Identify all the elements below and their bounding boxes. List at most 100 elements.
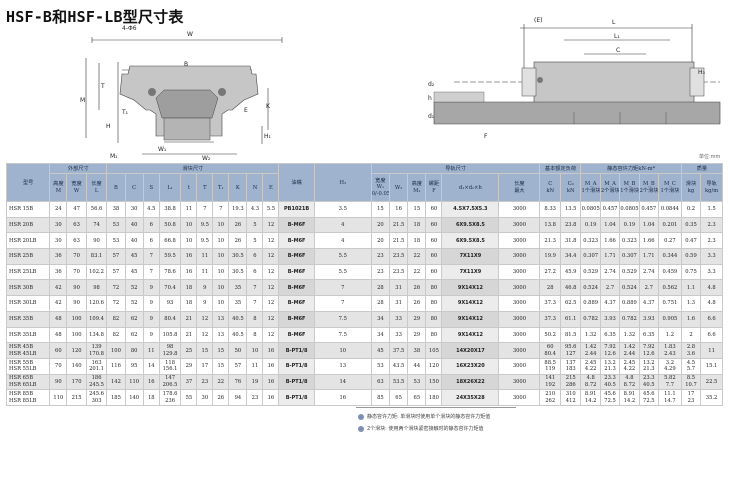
cell-K: 40.5 xyxy=(228,310,248,328)
dim-M1-label: M₁ xyxy=(110,153,118,160)
cell-M: 48 xyxy=(49,326,68,344)
cell-M: 48 xyxy=(49,310,68,328)
cell-MA1: 0.782 xyxy=(580,310,601,328)
group-moment-header: 静态容许力矩kN-m* xyxy=(580,163,682,174)
cell-H3: 7.5 xyxy=(313,310,372,328)
cell-F: 60 xyxy=(425,201,443,218)
cell-F: 60 xyxy=(425,248,443,265)
dim-E-label: E xyxy=(244,107,248,114)
cell-T1: 10 xyxy=(212,232,230,250)
cell-W2: 43.5 xyxy=(388,357,409,375)
cell-W: 120 xyxy=(66,342,87,359)
cell-t: 16 xyxy=(180,263,198,281)
cell-blk: 2 xyxy=(680,326,702,344)
cell-M: 42 xyxy=(49,279,68,297)
cell-T: 15 xyxy=(196,342,214,359)
cell-K: 19.3 xyxy=(228,201,248,218)
cell-model: HSR 15B xyxy=(5,201,51,218)
cell-MB1: 0.524 xyxy=(619,279,640,297)
cell-W1: 28 xyxy=(370,295,390,312)
cell-C0a: 46.8 xyxy=(559,279,582,297)
cell-E: 12 xyxy=(262,310,280,328)
dim-d1-label: d₁ xyxy=(428,113,435,120)
cell-MB1: 0.529 xyxy=(619,263,640,281)
cell-K: 30.5 xyxy=(228,248,248,265)
cell-K: 57 xyxy=(228,357,248,375)
cell-t: 10 xyxy=(180,232,198,250)
cell-F: 80 xyxy=(425,326,443,344)
group-rail-header: 导轨尺寸 xyxy=(370,163,541,174)
cell-T1: 13 xyxy=(212,310,230,328)
cell-W1: 23 xyxy=(370,248,390,265)
cell-T: 9 xyxy=(196,279,214,297)
cell-Ca: 28 xyxy=(539,279,561,297)
cell-W: 90 xyxy=(66,295,87,312)
note-divider xyxy=(356,407,516,408)
cell-bolt: 9X14X12 xyxy=(441,295,500,312)
col-lube-header: 油嘴 xyxy=(278,163,315,202)
cell-rail: 6.6 xyxy=(700,326,723,344)
cell-W: 63 xyxy=(66,232,87,250)
cell-C0a: 31.8 xyxy=(559,232,582,250)
cell-W: 215 xyxy=(66,389,87,406)
footnote-2: 2个滑块: 使用两个滑块紧密接触时的静态容许力矩值 xyxy=(358,423,490,435)
cell-max: 3000 xyxy=(498,232,541,250)
cell-H3: 7 xyxy=(313,295,372,312)
cell-N: 5 xyxy=(246,216,264,234)
cell-N: 6 xyxy=(246,263,264,281)
cell-rail: 1.5 xyxy=(700,201,723,218)
group-block-header: 滑块尺寸 xyxy=(106,163,280,174)
cell-K: 94 xyxy=(228,389,248,406)
cell-Ca: 27.2 xyxy=(539,263,561,281)
cell-lube: B-PT1/8 xyxy=(278,389,315,406)
side-view-drawing: (E) L L₁ C H₃ h d₂ F d₁ xyxy=(428,17,721,140)
cell-N: 10 xyxy=(246,342,264,359)
cell-B: 100 xyxy=(106,342,126,359)
cell-C: 45 xyxy=(124,248,144,265)
cell-blk: 0.59 xyxy=(680,248,702,265)
cell-M1: 22 xyxy=(407,248,427,265)
cell-W: 100 xyxy=(66,326,87,344)
cell-B: 116 xyxy=(106,357,126,375)
cell-M: 30 xyxy=(49,216,68,234)
cell-C: 80 xyxy=(124,342,144,359)
cell-K: 30.5 xyxy=(228,263,248,281)
cell-F: 60 xyxy=(425,216,443,234)
col-T-header: T xyxy=(196,173,214,202)
cell-max: 3000 xyxy=(498,201,541,218)
col-C-header: C xyxy=(124,173,144,202)
dim-M-label: M xyxy=(80,97,85,104)
cell-Ca: 8.33 xyxy=(539,201,561,218)
dim-H-label: H xyxy=(106,123,111,130)
cell-bolt: 6X9.5X8.5 xyxy=(441,232,500,250)
cell-max: 3000 xyxy=(498,310,541,328)
cell-T: 23 xyxy=(196,373,214,391)
cell-L1: 38.8 xyxy=(158,201,182,218)
cell-bolt: 9X14X12 xyxy=(441,310,500,328)
cell-M1: 65 xyxy=(407,389,427,406)
cell-model: HSR 35B xyxy=(5,310,51,328)
cell-max: 3000 xyxy=(498,295,541,312)
cell-t: 11 xyxy=(180,201,198,218)
col-E-header: E xyxy=(262,173,280,202)
cell-M: 36 xyxy=(49,248,68,265)
cell-lube: PB1021B xyxy=(278,201,315,218)
cell-B: 72 xyxy=(106,295,126,312)
cell-W: 100 xyxy=(66,310,87,328)
cell-bolt: 9X14X12 xyxy=(441,326,500,344)
cell-B: 53 xyxy=(106,216,126,234)
cell-lube: B-M6F xyxy=(278,232,315,250)
cell-B: 82 xyxy=(106,310,126,328)
cell-W2: 37.5 xyxy=(388,342,409,359)
